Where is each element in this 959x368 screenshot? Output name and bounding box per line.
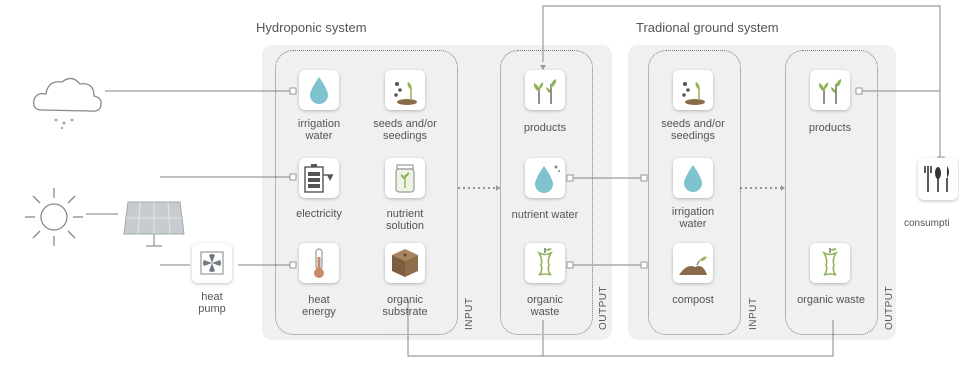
heat-pump-tile [192, 243, 232, 283]
jar-icon [395, 164, 415, 193]
cutlery-icon [924, 166, 949, 192]
heat-energy-tile [299, 243, 339, 283]
trad-products-label: products [808, 122, 852, 134]
organic-substrate-label: organic substrate [382, 294, 428, 318]
nutrient-solution-tile [385, 158, 425, 198]
seeds-tile [385, 70, 425, 110]
consumption-label: consumpti [904, 218, 950, 229]
nutrient-solution-label: nutrient solution [386, 208, 424, 232]
nutrient-drop-icon [535, 165, 560, 193]
thermometer-icon [314, 248, 324, 278]
plant-sprouts-icon [818, 79, 842, 104]
trad-organic-waste-tile [810, 243, 850, 283]
seedling-icon [394, 82, 417, 105]
hydro-products-label: products [523, 122, 567, 134]
fan-icon [200, 251, 224, 275]
trad-seeds-label: seeds and/or seedings [661, 118, 725, 142]
hydro-organic-waste-tile [525, 243, 565, 283]
electricity-label: electricity [296, 208, 342, 220]
organic-substrate-tile [385, 243, 425, 283]
compost-tile [673, 243, 713, 283]
water-drop-icon [310, 77, 328, 104]
apple-core-icon [536, 248, 554, 276]
traditional-title: Tradional ground system [636, 20, 779, 35]
traditional-output-box [785, 50, 878, 335]
plant-sprouts-icon [533, 79, 557, 104]
hydroponic-input-label: INPUT [464, 297, 475, 331]
sun-icon [25, 188, 83, 246]
traditional-input-box [648, 50, 741, 335]
irrigation-water-tile [299, 70, 339, 110]
battery-icon [304, 164, 333, 193]
trad-irrigation-water-label: irrigation water [671, 206, 715, 230]
electricity-tile [299, 158, 339, 198]
trad-organic-waste-label: organic waste [797, 294, 865, 306]
water-drop-icon [684, 165, 702, 192]
traditional-input-label: INPUT [748, 297, 759, 331]
apple-core-icon [821, 248, 839, 276]
traditional-output-label: OUTPUT [884, 285, 895, 330]
hydro-products-tile [525, 70, 565, 110]
compost-icon [679, 256, 707, 275]
hydro-organic-waste-label: organic waste [526, 294, 564, 318]
seedling-icon [682, 82, 705, 105]
heat-energy-label: heat energy [302, 294, 336, 318]
trad-products-tile [810, 70, 850, 110]
hydroponic-output-box [500, 50, 593, 335]
compost-label: compost [672, 294, 714, 306]
rain-cloud-icon [33, 77, 102, 130]
irrigation-water-label: irrigation water [297, 118, 341, 142]
hydro-nutrient-water-tile [525, 158, 565, 198]
substrate-cube-icon [392, 249, 418, 277]
traditional-panel [628, 45, 896, 340]
consumption-tile [918, 158, 958, 200]
solar-panel-icon [123, 201, 185, 247]
trad-seeds-tile [673, 70, 713, 110]
hydroponic-output-label: OUTPUT [598, 285, 609, 330]
seeds-label: seeds and/or seedings [373, 118, 437, 142]
hydroponic-input-box [275, 50, 458, 335]
hydroponic-title: Hydroponic system [256, 20, 367, 35]
hydro-nutrient-water-label: nutrient water [511, 209, 579, 221]
trad-irrigation-water-tile [673, 158, 713, 198]
heat-pump-label: heat pump [198, 291, 226, 315]
